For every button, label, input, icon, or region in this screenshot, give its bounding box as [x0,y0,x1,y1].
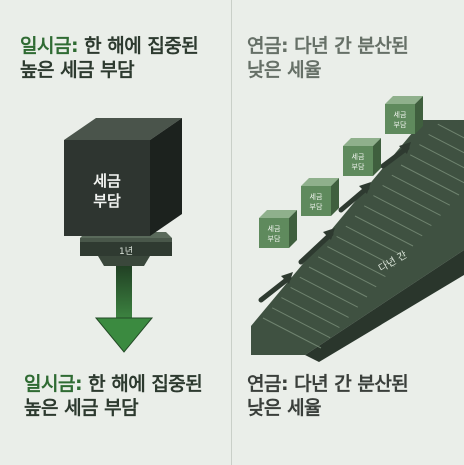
lump-sum-bottom-line2: 높은 세금 부담 [24,397,139,419]
base-label: 1년 [119,246,133,257]
down-arrow-icon [94,262,154,353]
tax-box-label-line1: 세금 [310,192,323,201]
stair-step [327,246,386,278]
stair-step [409,154,464,184]
stair-step [281,297,340,329]
stair-step [271,307,331,339]
stair-step [262,317,322,349]
lump-sum-bottom-heading: 일시금: 한 해에 집중된 높은 세금 부담 [24,372,203,420]
stair-step [290,286,349,318]
stair-step [391,174,451,206]
annuity-bottom-line1: 다년 간 분산된 [288,373,409,395]
stair-step [419,144,464,169]
annuity-prefix: 연금: [247,35,289,57]
tax-box-label-line2: 부담 [352,162,365,171]
annuity-top-heading: 연금: 다년 간 분산된 낮은 세율 [247,34,409,82]
arrow-heads [281,142,411,284]
lump-sum-line2: 높은 세금 부담 [20,59,135,81]
staircase: 다년 간 [251,120,464,362]
stair-step [317,256,377,288]
annuity-line2: 낮은 세율 [247,59,322,81]
tax-burden-cube: 세금 부담 [64,118,182,236]
panel-divider [231,0,232,465]
tax-box-label-line2: 부담 [310,202,323,211]
tax-box-label-line2: 부담 [268,234,281,243]
stair-step [299,276,359,308]
lump-sum-illustration: 1년 세금 부담 [64,118,182,353]
stair-step [345,225,405,257]
stair-step [363,205,423,237]
up-arrows-icon [258,145,410,303]
cube-label-line1: 세금 [93,172,121,190]
stair-step [336,235,395,267]
tax-box-label-line1: 세금 [394,110,407,119]
one-year-base: 1년 [80,232,172,266]
stair-step [373,195,432,227]
annuity-bottom-line2: 낮은 세율 [247,397,322,419]
lump-sum-prefix: 일시금: [20,35,79,57]
stair-step [400,164,460,196]
lump-sum-panel: 일시금: 한 해에 집중된 높은 세금 부담 1년 세금 [0,0,231,465]
annuity-bottom-heading: 연금: 다년 간 분산된 낮은 세율 [247,372,409,420]
cube-label-line2: 부담 [93,192,121,210]
annuity-bottom-prefix: 연금: [247,373,289,395]
tax-box-label-line2: 부담 [394,120,407,129]
stair-step [354,215,414,247]
lump-sum-top-heading: 일시금: 한 해에 집중된 높은 세금 부담 [20,34,199,82]
tax-box-label-line1: 세금 [352,152,365,161]
stair-step [382,184,441,216]
stair-step [437,123,464,139]
stair-step [428,133,464,154]
lump-sum-bottom-prefix: 일시금: [24,373,83,395]
lump-sum-bottom-line1: 한 해에 집중된 [82,373,203,395]
annuity-line1: 다년 간 분산된 [288,35,409,57]
lump-sum-line1: 한 해에 집중된 [78,35,199,57]
stair-step [308,266,368,298]
tax-box-label-line1: 세금 [268,224,281,233]
